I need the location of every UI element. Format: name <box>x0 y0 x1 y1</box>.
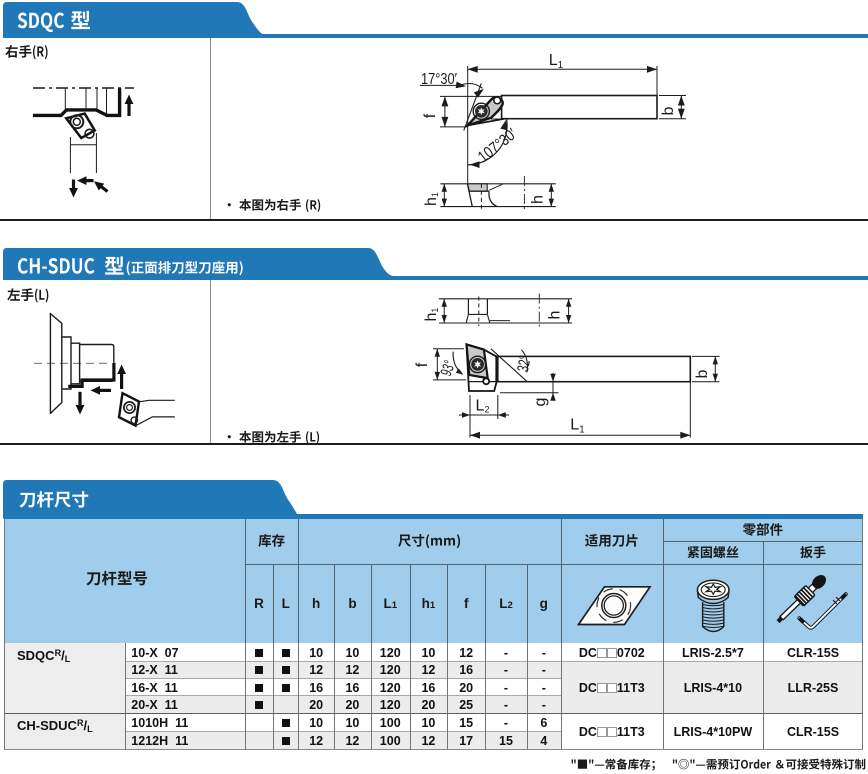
svg-text:17°30′: 17°30′ <box>421 71 457 88</box>
svg-text:h1: h1 <box>423 192 440 206</box>
svg-text:32°: 32° <box>515 354 535 373</box>
svg-text:L1: L1 <box>549 52 564 71</box>
svg-text:h: h <box>530 195 547 204</box>
svg-text:b: b <box>694 369 711 378</box>
svg-text:h: h <box>547 311 564 320</box>
svg-text:g: g <box>532 398 549 407</box>
svg-text:h1: h1 <box>423 308 440 322</box>
svg-text:107°30′: 107°30′ <box>475 126 520 166</box>
svg-text:L1: L1 <box>570 417 585 436</box>
svg-text:L2: L2 <box>476 398 490 415</box>
svg-text:f: f <box>414 362 431 367</box>
svg-text:93°: 93° <box>438 359 459 379</box>
svg-text:f: f <box>422 113 439 118</box>
svg-text:b: b <box>660 106 677 115</box>
